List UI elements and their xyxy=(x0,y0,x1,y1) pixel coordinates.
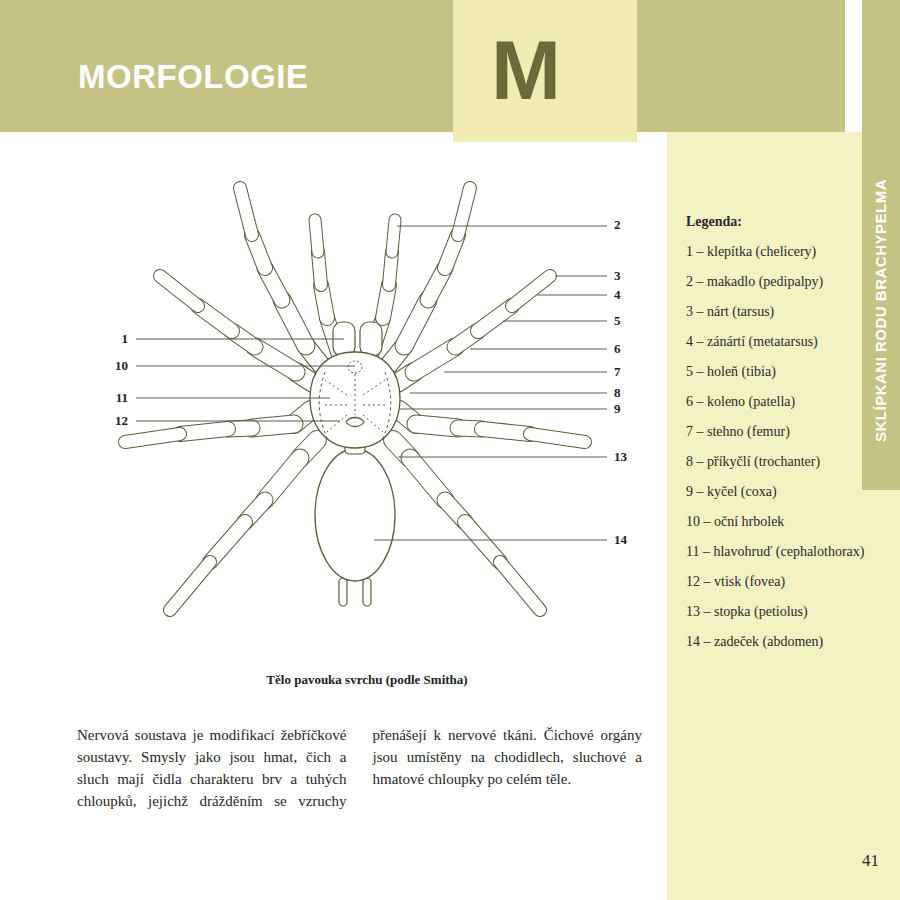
carapace-detail xyxy=(319,361,391,438)
side-panel xyxy=(667,132,900,900)
leg-segment xyxy=(512,276,550,306)
side-tab-text: SKLÍPKANI RODU BRACHYPELMA xyxy=(872,178,889,441)
leg xyxy=(160,276,313,383)
leg-segment-outline xyxy=(482,429,530,434)
leg-segment xyxy=(125,434,180,442)
leg-segment xyxy=(458,188,470,235)
leader-line xyxy=(397,226,607,227)
legend-entry: 2 – makadlo (pedipalpy) xyxy=(686,274,823,290)
callout-number: 1 xyxy=(122,331,129,347)
leader-line xyxy=(136,339,344,340)
body-text: Nervová soustava je modifikací žebříčkov… xyxy=(77,724,642,812)
leg xyxy=(397,276,550,383)
leg-segment xyxy=(465,522,500,562)
side-strip-lower xyxy=(862,132,900,490)
page-number: 41 xyxy=(862,851,879,871)
leg-segment-outline xyxy=(180,429,228,434)
callout-number: 7 xyxy=(614,364,621,380)
leader-line xyxy=(136,421,340,422)
leader-line xyxy=(410,393,607,394)
leader-line xyxy=(470,349,607,350)
figure-caption: Tělo pavouka svrchu (podle Smitha) xyxy=(266,672,467,688)
leader-line xyxy=(444,372,607,373)
leg-segment-outline xyxy=(512,276,550,306)
leader-line xyxy=(400,409,607,410)
callout-number: 11 xyxy=(116,390,128,406)
leader-line xyxy=(503,321,607,322)
leg xyxy=(393,440,540,610)
leader-line xyxy=(537,295,607,296)
legend-entry: 3 – nárt (tarsus) xyxy=(686,304,774,320)
header-band xyxy=(0,0,845,132)
legend-entry: 14 – zadeček (abdomen) xyxy=(686,634,823,650)
leg-segment xyxy=(240,188,252,235)
leader-lines xyxy=(136,226,607,540)
legend-entry: 10 – oční hrbolek xyxy=(686,514,784,530)
spinneret xyxy=(339,578,347,606)
leg-segment-outline xyxy=(240,188,252,235)
letter-box xyxy=(453,0,637,142)
callout-number: 3 xyxy=(614,268,621,284)
spinneret xyxy=(363,578,371,606)
leader-line xyxy=(555,276,607,277)
legend-entry: 13 – stopka (petiolus) xyxy=(686,604,808,620)
leg-segment-outline xyxy=(170,562,210,610)
leg-segment-outline xyxy=(392,220,395,252)
legend-entry: 9 – kyčel (coxa) xyxy=(686,484,777,500)
leg-segment xyxy=(170,562,210,610)
leg-segment-outline xyxy=(458,188,470,235)
leg-segment-outline xyxy=(500,562,540,610)
abdomen xyxy=(315,449,395,581)
callout-number: 4 xyxy=(614,287,621,303)
leg-segment xyxy=(530,434,585,442)
leg-segment xyxy=(210,522,245,562)
leg-segment-outline xyxy=(530,434,585,442)
leg xyxy=(125,410,311,442)
leg-segment-outline xyxy=(315,220,318,252)
leader-line xyxy=(374,540,607,541)
legend-entry: 4 – zánártí (metatarsus) xyxy=(686,334,818,350)
callout-number: 5 xyxy=(614,313,621,329)
leg-segment xyxy=(500,562,540,610)
leader-line xyxy=(398,457,607,458)
callout-number: 6 xyxy=(614,341,621,357)
callout-number: 8 xyxy=(614,385,621,401)
leg-segment xyxy=(180,429,228,434)
leg-segment xyxy=(315,220,318,252)
legend-entry: 8 – příkyčlí (trochanter) xyxy=(686,454,820,470)
chelicera xyxy=(360,322,382,356)
legend-entry: 1 – klepítka (chelicery) xyxy=(686,244,816,260)
legend-heading: Legenda: xyxy=(686,214,742,230)
leg-segment-outline xyxy=(465,522,500,562)
legend-entry: 7 – stehno (femur) xyxy=(686,424,790,440)
leader-line xyxy=(136,398,330,399)
legend-entry: 5 – holeň (tibia) xyxy=(686,364,776,380)
leader-line xyxy=(136,366,355,367)
callout-number: 13 xyxy=(614,449,627,465)
callout-number: 10 xyxy=(115,358,128,374)
leg-segment-outline xyxy=(125,434,180,442)
leg xyxy=(170,440,317,610)
leg-segment xyxy=(160,276,198,306)
leg-segment-outline xyxy=(160,276,198,306)
callout-number: 2 xyxy=(614,217,621,233)
spider-drawing xyxy=(125,188,585,610)
leg-segment xyxy=(392,220,395,252)
side-strip xyxy=(862,0,900,490)
callout-number: 12 xyxy=(115,413,128,429)
section-letter: M xyxy=(491,20,561,120)
callout-number: 14 xyxy=(614,532,627,548)
page-title: MORFOLOGIE xyxy=(78,58,309,96)
leg-segment-outline xyxy=(210,522,245,562)
legend-entry: 12 – vtisk (fovea) xyxy=(686,574,785,590)
leg-segment xyxy=(482,429,530,434)
leg xyxy=(399,410,585,442)
legend-entry: 6 – koleno (patella) xyxy=(686,394,795,410)
callout-number: 9 xyxy=(614,401,621,417)
legend-entry: 11 – hlavohruď (cephalothorax) xyxy=(686,544,864,560)
